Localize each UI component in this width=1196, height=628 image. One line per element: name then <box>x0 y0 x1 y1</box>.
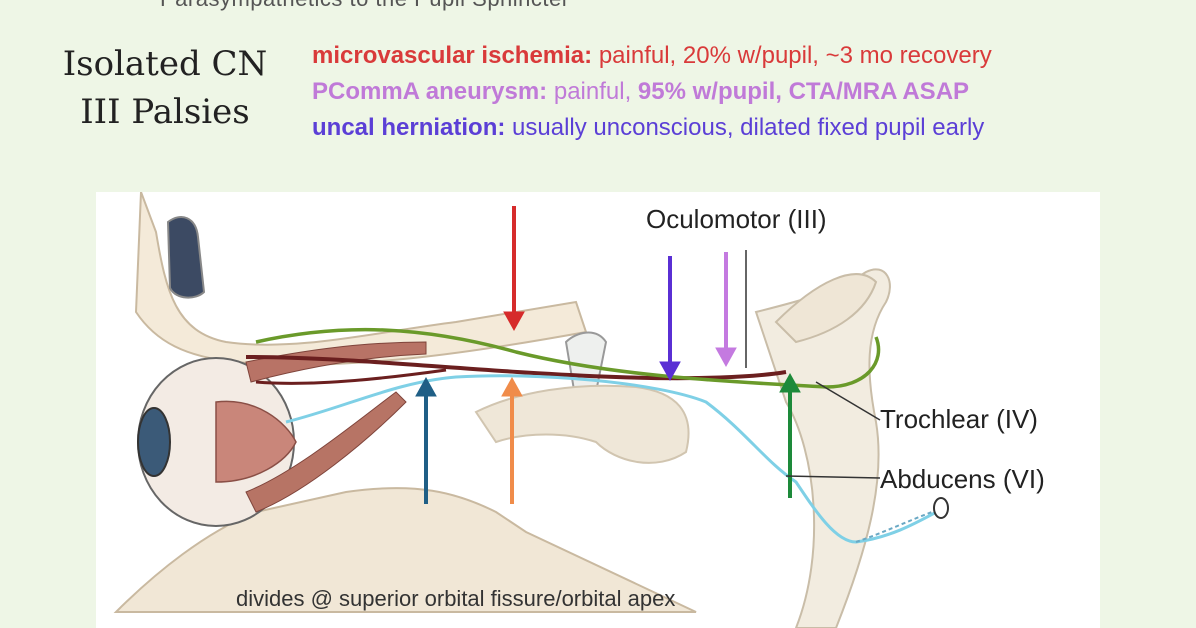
iris <box>137 407 171 477</box>
arrow-teal <box>415 376 437 504</box>
eye-muscle-3 <box>245 341 427 383</box>
label-trochlear: Trochlear (IV) <box>880 404 1038 434</box>
note-text: painful, 20% w/pupil, ~3 mo recovery <box>598 42 992 69</box>
note-microvascular: microvascular ischemia: painful, 20% w/p… <box>312 38 992 74</box>
sinus <box>166 216 206 299</box>
note-pcomma: PCommA aneurysm: painful, 95% w/pupil, C… <box>312 74 992 110</box>
sphenoid <box>754 268 891 628</box>
figure-caption: divides @ superior orbital fissure/orbit… <box>236 586 676 611</box>
orbit-bone <box>113 487 697 613</box>
note-text: painful, <box>553 78 632 105</box>
anatomy-figure: Oculomotor (III) Trochlear (IV) Abducens… <box>96 192 1100 628</box>
label-oculomotor: Oculomotor (III) <box>646 204 827 234</box>
note-highlight: 95% w/pupil, CTA/MRA ASAP <box>637 78 970 105</box>
top-caption: Parasympathetics to the Pupil Sphincter <box>160 0 570 12</box>
side-title-line1: Isolated CN <box>62 44 268 84</box>
abducens-end <box>933 497 949 519</box>
arrow-violet <box>659 256 681 382</box>
side-title-line2: III Palsies <box>80 92 250 132</box>
petrous-ridge <box>474 384 690 464</box>
trochlear-nerve <box>255 327 881 389</box>
oculomotor-branch <box>255 368 447 385</box>
eye-muscle-2 <box>245 391 407 513</box>
note-uncal: uncal herniation: usually unconscious, d… <box>312 110 992 146</box>
leader-trochlear <box>815 381 881 421</box>
side-title: Isolated CN III Palsies <box>50 40 280 136</box>
anatomy-drawing <box>113 192 949 628</box>
note-term: uncal herniation: <box>312 114 506 141</box>
clinoid <box>774 273 878 344</box>
arrow-red <box>503 206 525 332</box>
arrow-orange <box>501 376 523 504</box>
oculomotor-nerve <box>245 355 787 381</box>
notes-list: microvascular ischemia: painful, 20% w/p… <box>312 38 992 146</box>
note-term: microvascular ischemia: <box>312 42 593 69</box>
eye-muscle <box>215 400 297 483</box>
arrow-green <box>779 372 801 498</box>
note-text: usually unconscious, dilated fixed pupil… <box>512 114 985 141</box>
leader-abducens <box>785 475 881 479</box>
note-term: PCommA aneurysm: <box>312 78 548 105</box>
label-abducens: Abducens (VI) <box>880 464 1045 494</box>
arrow-purple <box>715 252 737 368</box>
